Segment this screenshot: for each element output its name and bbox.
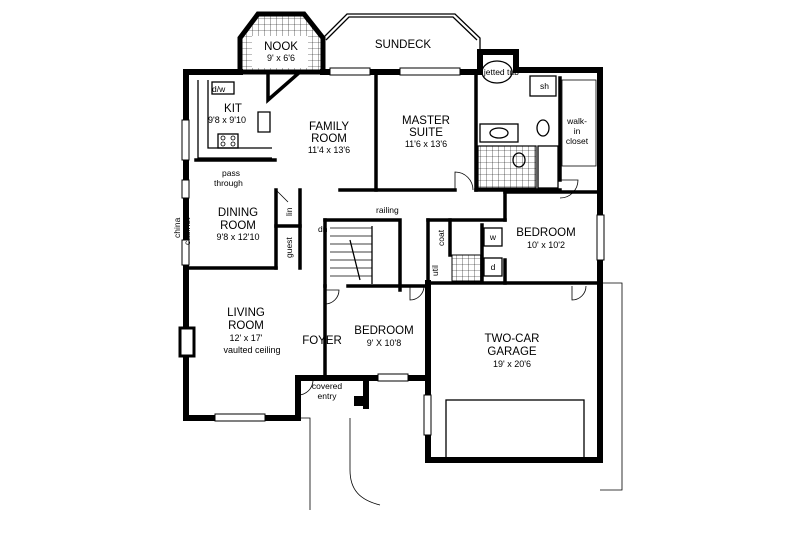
nook-dim: 9' x 6'6: [267, 53, 295, 63]
family-dim: 11'4 x 13'6: [308, 145, 350, 155]
tub-icon: [537, 145, 559, 189]
dining-label-1: DINING: [218, 207, 258, 219]
garage-dim: 19' x 20'6: [493, 359, 531, 369]
walk-in-label-2: in: [574, 126, 581, 136]
walk-in-label-3: closet: [566, 136, 589, 146]
kitchen-dim: 9'8 x 9'10: [208, 115, 246, 125]
kitchen-label: KIT: [224, 103, 242, 115]
range-icon: [217, 133, 239, 149]
bedroom-center-label: BEDROOM: [354, 325, 413, 337]
fixtures: [178, 60, 623, 510]
entry-label-2: entry: [318, 391, 338, 401]
pass-through-label-1: pass: [222, 168, 240, 178]
entry-label-1: covered: [312, 381, 343, 391]
jetted-tub-icon: [481, 60, 513, 84]
nook-label: NOOK: [264, 41, 298, 53]
entry-step: [354, 396, 364, 406]
washer-icon: [483, 227, 503, 247]
bedroom-east-dim: 10' x 10'2: [527, 240, 565, 250]
bedroom-center-dim: 9' X 10'8: [367, 338, 401, 348]
sundeck-area: [322, 13, 481, 68]
dishwasher-label: d/w: [212, 84, 226, 94]
family-label-1: FAMILY: [309, 121, 349, 133]
master-label-2: SUITE: [409, 127, 443, 139]
bedroom-east-label: BEDROOM: [516, 227, 575, 239]
foyer-label: FOYER: [302, 335, 342, 347]
living-note: vaulted ceiling: [223, 345, 280, 355]
dining-dim: 9'8 x 12'10: [217, 232, 260, 242]
railing-label: railing: [376, 205, 399, 215]
china-cabinet-label-2: cabinet: [182, 217, 192, 245]
washer-label: w: [489, 232, 497, 242]
nook-area: [237, 11, 326, 75]
linen-closet-label: lin: [284, 207, 294, 216]
china-cabinet-label-1: china: [172, 217, 182, 238]
family-label-2: ROOM: [311, 133, 347, 145]
dryer-icon: [483, 257, 503, 277]
garage-label-1: TWO-CAR: [485, 333, 540, 345]
pass-through-label-2: through: [214, 178, 243, 188]
master-label-1: MASTER: [402, 115, 450, 127]
shower-icon: [529, 75, 557, 97]
interior-walls: [184, 69, 602, 380]
room-labels: NOOK 9' x 6'6 SUNDECK KIT 9'8 x 9'10 FAM…: [208, 39, 576, 401]
living-label-1: LIVING: [227, 307, 265, 319]
vanity-icon: [479, 123, 519, 143]
shower-label: sh: [540, 81, 549, 91]
toilet-icon: [536, 119, 550, 137]
living-label-2: ROOM: [228, 320, 264, 332]
stairs-icon: [330, 226, 373, 284]
guest-closet-label: guest: [284, 237, 294, 258]
exterior-walls: [183, 49, 603, 463]
dryer-label: d: [491, 262, 496, 272]
garage-door-icon: [445, 399, 585, 463]
walk-in-label-1: walk-: [566, 116, 587, 126]
sundeck-label: SUNDECK: [375, 39, 432, 51]
living-dim: 12' x 17': [230, 333, 263, 343]
utility-label: util: [430, 265, 440, 276]
dining-label-2: ROOM: [220, 220, 256, 232]
jetted-tub-label: 6' jetted tub: [475, 67, 519, 77]
fixture-labels: 6' jetted tub sh walk- in closet pass th…: [172, 67, 589, 276]
garage-label-2: GARAGE: [487, 346, 537, 358]
windows: [181, 67, 605, 436]
master-dim: 11'6 x 13'6: [405, 139, 447, 149]
doors: [275, 171, 587, 396]
fireplace-icon: [178, 326, 196, 358]
coat-closet-label: coat: [436, 229, 446, 246]
sink-icon: [211, 81, 235, 95]
stairs-down-label: dn: [318, 224, 328, 234]
